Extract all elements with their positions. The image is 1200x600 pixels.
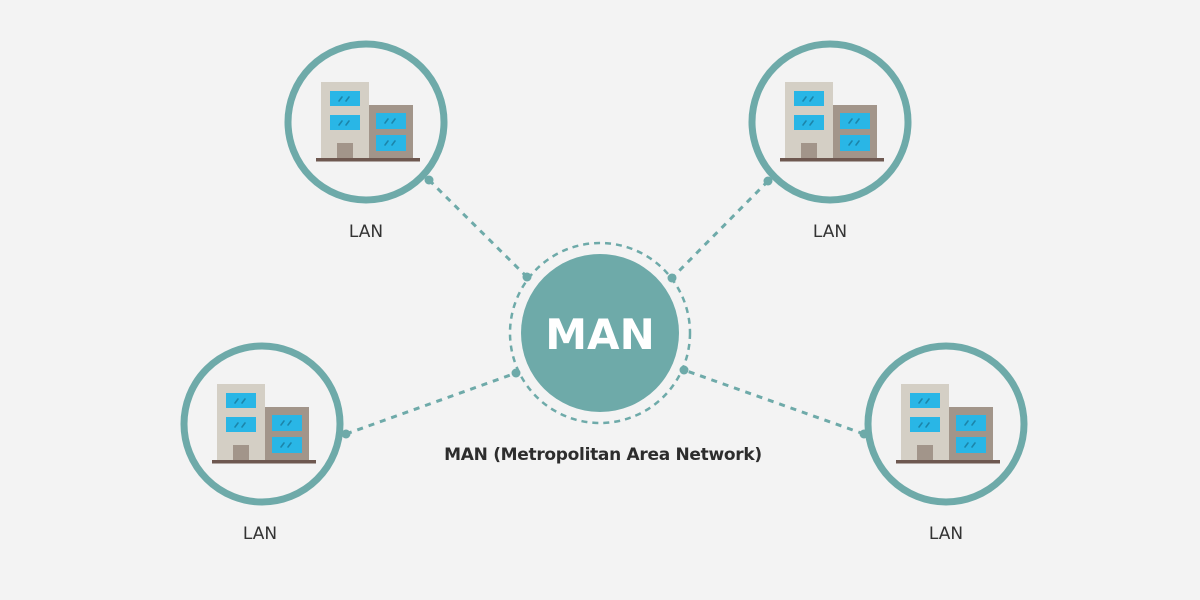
hub-label: MAN bbox=[545, 310, 654, 359]
lan-ring bbox=[284, 40, 448, 204]
connector-bottom-right bbox=[683, 368, 865, 436]
hub-dashed-ring bbox=[508, 241, 692, 425]
building-icon bbox=[315, 81, 421, 163]
lan-label-bottom-right: LAN bbox=[928, 524, 964, 544]
connector-top-left bbox=[427, 178, 529, 279]
connector-dot bbox=[424, 175, 434, 185]
diagram-caption: MAN (Metropolitan Area Network) bbox=[444, 445, 762, 465]
lan-label-top-left: LAN bbox=[348, 222, 384, 242]
connector-dot bbox=[341, 429, 351, 439]
lan-ring bbox=[748, 40, 912, 204]
man-hub: MAN bbox=[508, 241, 692, 425]
lan-node-top-left bbox=[284, 40, 448, 204]
lan-node-bottom-left bbox=[180, 342, 344, 506]
hub-circle bbox=[521, 254, 679, 412]
connectors bbox=[345, 178, 865, 436]
lan-label-top-right: LAN bbox=[812, 222, 848, 242]
connector-dot bbox=[522, 272, 532, 282]
connector-dot bbox=[667, 273, 677, 283]
lan-ring bbox=[864, 342, 1028, 506]
connector-bottom-left bbox=[345, 371, 517, 436]
building-icon bbox=[211, 383, 317, 465]
building-icon bbox=[895, 383, 1001, 465]
lan-label-bottom-left: LAN bbox=[242, 524, 278, 544]
connector-dot bbox=[763, 176, 773, 186]
lan-node-bottom-right bbox=[864, 342, 1028, 506]
lan-ring bbox=[180, 342, 344, 506]
building-icon bbox=[779, 81, 885, 163]
lan-node-top-right bbox=[748, 40, 912, 204]
connector-top-right bbox=[670, 179, 770, 280]
